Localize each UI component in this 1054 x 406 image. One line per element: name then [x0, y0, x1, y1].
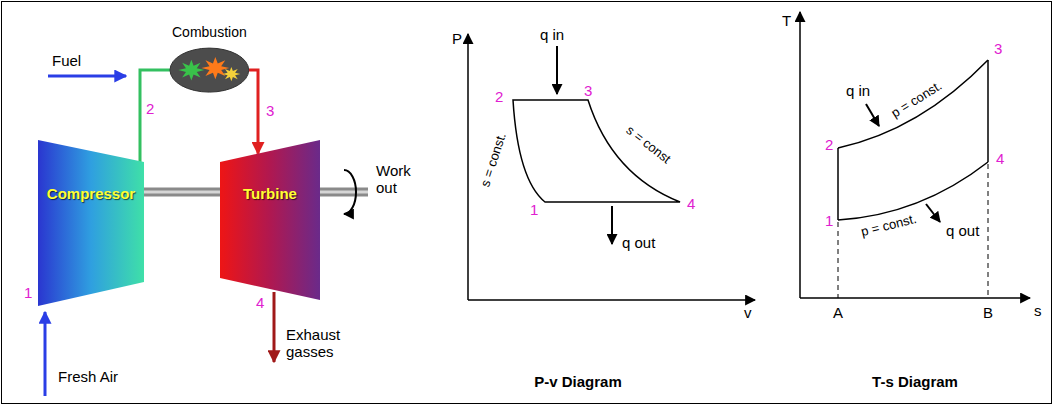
- output-shaft-highlight: [320, 191, 368, 194]
- axis-label: v: [744, 304, 752, 321]
- body-outline: [38, 140, 144, 306]
- axis-label: T: [782, 12, 791, 29]
- heat-arrow: [556, 46, 558, 94]
- state-number: 2: [495, 88, 503, 105]
- process-label: s = const: [623, 123, 673, 167]
- station-number: 3: [266, 102, 274, 119]
- axis-label: P: [452, 30, 462, 47]
- flame-burst: [222, 67, 240, 81]
- process-label: s = const.: [478, 131, 510, 189]
- state-number: 4: [996, 150, 1004, 167]
- shaft-highlight: [144, 191, 220, 194]
- output-shaft: [320, 188, 368, 197]
- station-number: 4: [256, 294, 264, 311]
- state-number: 3: [994, 40, 1002, 57]
- body-outline: [220, 140, 320, 300]
- heat-label: q out: [946, 222, 979, 239]
- hot-gas-duct: [140, 70, 170, 162]
- state-number: 3: [584, 82, 592, 99]
- air-inlet-arrow: [44, 312, 47, 396]
- axis-line: [799, 12, 801, 298]
- flow-label: Fresh Air: [58, 368, 118, 385]
- heat-label: q in: [540, 26, 564, 43]
- turbine-body: Turbine: [220, 140, 320, 300]
- station-number: 2: [146, 100, 154, 117]
- flow-label: Work out: [376, 162, 418, 197]
- flow-label: Exhaust gasses: [286, 326, 350, 361]
- flow-label: Fuel: [52, 52, 81, 69]
- axis-line: [468, 299, 755, 301]
- compressor-body: Compressor: [38, 140, 144, 306]
- diagram-title: T-s Diagram: [872, 373, 958, 390]
- fuel-arrow: [48, 75, 126, 78]
- rotation-arrow: [344, 170, 356, 214]
- heat-arrow: [866, 104, 879, 126]
- cycle-curve: [513, 100, 680, 202]
- hot-gas-duct: [249, 70, 258, 154]
- state-number: 4: [687, 195, 695, 212]
- diagram-title: P-v Diagram: [534, 373, 622, 390]
- process-label: p = const.: [889, 79, 945, 122]
- flame-burst: [178, 60, 204, 81]
- state-number: 1: [825, 212, 833, 229]
- process-label: p = const.: [860, 212, 919, 240]
- axis-tick-label: B: [983, 304, 993, 321]
- heat-arrow: [611, 206, 613, 244]
- combustor-shell: [170, 48, 249, 92]
- machine-casing: [38, 140, 144, 306]
- state-number: 1: [530, 201, 538, 218]
- dashed-guide: [988, 164, 989, 298]
- drive-shaft: [144, 188, 220, 197]
- heat-label: q in: [846, 82, 870, 99]
- cycle-curve: [838, 60, 988, 148]
- station-number: 1: [24, 284, 32, 301]
- part-name: Compressor: [47, 185, 135, 202]
- cycle-curve: [837, 148, 839, 220]
- flame-burst: [201, 57, 229, 79]
- combustion-chamber: Combustion: [170, 24, 249, 92]
- dashed-guide: [838, 222, 839, 298]
- heat-arrow: [926, 204, 940, 222]
- axis-tick-label: A: [833, 304, 843, 321]
- cycle-curve: [987, 60, 989, 162]
- part-name: Combustion: [172, 24, 247, 40]
- axis-line: [800, 297, 1030, 299]
- machine-casing: [220, 140, 320, 300]
- exhaust-arrow: [273, 292, 276, 362]
- part-name: Turbine: [243, 185, 297, 202]
- axis-line: [467, 34, 469, 300]
- heat-label: q out: [622, 234, 655, 251]
- state-number: 2: [825, 136, 833, 153]
- axis-label: s: [1034, 302, 1042, 319]
